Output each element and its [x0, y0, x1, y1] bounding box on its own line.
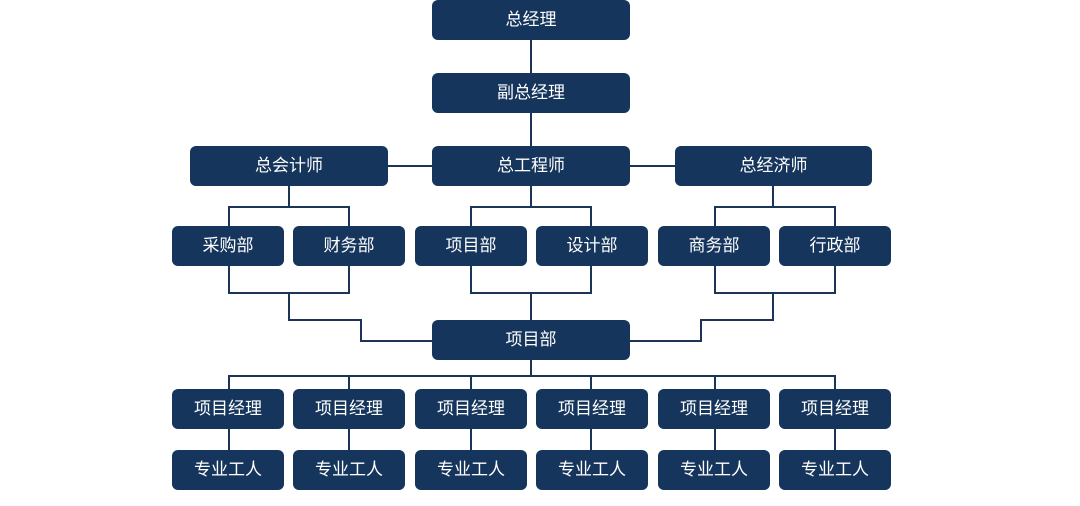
node-worker-2: 专业工人: [293, 450, 405, 490]
node-chief-accountant: 总会计师: [190, 146, 388, 186]
node-chief-economist: 总经济师: [675, 146, 872, 186]
node-project-manager-4: 项目经理: [536, 389, 648, 429]
node-worker-4: 专业工人: [536, 450, 648, 490]
node-project-manager-5: 项目经理: [658, 389, 770, 429]
connector-right-to-center: [630, 266, 836, 342]
node-dept-admin: 行政部: [779, 226, 891, 266]
node-worker-5: 专业工人: [658, 450, 770, 490]
node-dept-business: 商务部: [658, 226, 770, 266]
connector-accountant-depts: [228, 186, 350, 226]
node-project-manager-2: 项目经理: [293, 389, 405, 429]
node-worker-1: 专业工人: [172, 450, 284, 490]
node-dept-finance: 财务部: [293, 226, 405, 266]
node-worker-3: 专业工人: [415, 450, 527, 490]
connector-economist-depts: [714, 186, 836, 226]
connector-center-managers: [228, 360, 836, 389]
node-project-manager-1: 项目经理: [172, 389, 284, 429]
connector-left-to-center: [228, 266, 433, 342]
node-dept-purchasing: 采购部: [172, 226, 284, 266]
node-chief-engineer: 总工程师: [432, 146, 630, 186]
node-worker-6: 专业工人: [779, 450, 891, 490]
node-project-manager-3: 项目经理: [415, 389, 527, 429]
node-deputy-gm: 副总经理: [432, 73, 630, 113]
node-project-manager-6: 项目经理: [779, 389, 891, 429]
connector-mid-to-center: [470, 266, 592, 320]
node-project-center: 项目部: [432, 320, 630, 360]
node-general-manager: 总经理: [432, 0, 630, 40]
node-dept-project: 项目部: [415, 226, 527, 266]
connector-engineer-depts: [470, 186, 592, 226]
connector-managers-workers: [228, 429, 836, 450]
node-dept-design: 设计部: [536, 226, 648, 266]
